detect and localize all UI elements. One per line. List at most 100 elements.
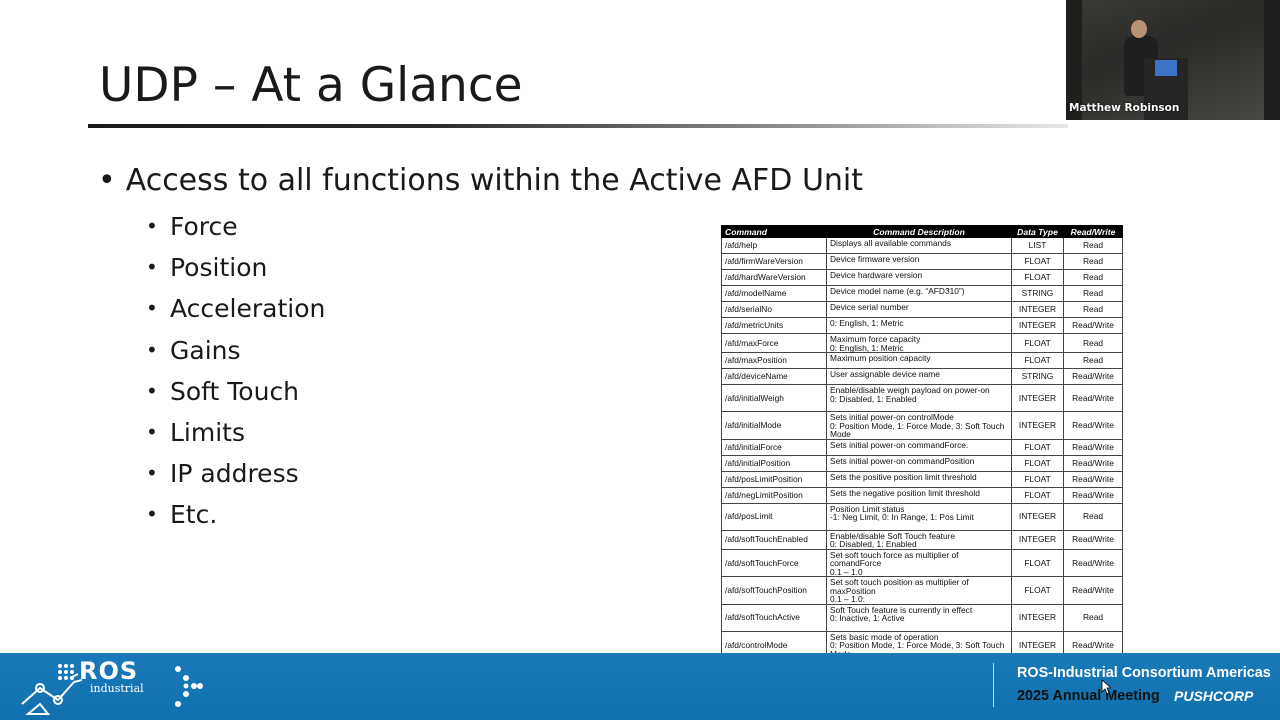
sub-bullet-item: •Etc. (146, 500, 218, 530)
cell-command: /afd/softTouchActive (721, 603, 827, 632)
cell-data-type: FLOAT (1011, 352, 1064, 369)
cell-command: /afd/metricUnits (721, 317, 827, 334)
cell-command: /afd/softTouchForce (721, 548, 827, 577)
header-command: Command (721, 225, 827, 238)
cell-read-write: Read (1063, 603, 1123, 632)
cell-description: Device hardware version (826, 269, 1012, 286)
bullet-dot: • (98, 163, 116, 198)
cell-read-write: Read/Write (1063, 454, 1123, 472)
main-bullet-text: Access to all functions within the Activ… (125, 163, 864, 198)
cell-description: 0: English, 1: Metric (826, 317, 1012, 334)
sub-bullet-text: Limits (170, 417, 245, 447)
sub-bullet-text: Acceleration (170, 294, 326, 324)
cell-data-type: FLOAT (1011, 486, 1064, 504)
sub-bullet-list: •Force •Position •Acceleration •Gains •S… (146, 209, 325, 539)
sub-bullet-text: Gains (170, 335, 241, 365)
cell-data-type: FLOAT (1011, 548, 1064, 577)
cell-data-type: INTEGER (1011, 384, 1064, 412)
sub-bullet-item: •Force (146, 212, 238, 241)
stage-curtain-right (1264, 0, 1280, 120)
cell-command: /afd/initialWeigh (721, 384, 827, 412)
cell-data-type: INTEGER (1011, 411, 1064, 440)
header-read-write: Read/Write (1063, 225, 1123, 238)
cell-description: Sets the negative position limit thresho… (826, 486, 1012, 504)
cell-data-type: INTEGER (1011, 603, 1064, 632)
cell-command: /afd/posLimitPosition (721, 470, 827, 488)
cell-read-write: Read/Write (1063, 470, 1123, 488)
slide-title: UDP – At a Glance (99, 58, 523, 113)
sub-bullet-text: IP address (170, 459, 299, 489)
cell-command: /afd/softTouchPosition (721, 576, 827, 605)
cell-description: Displays all available commands (826, 237, 1012, 254)
cell-description: Set soft touch force as multiplier of co… (826, 548, 1012, 577)
sub-bullet-item: •IP address (146, 459, 299, 489)
cell-read-write: Read/Write (1063, 438, 1123, 456)
cell-command: /afd/negLimitPosition (721, 486, 827, 504)
sub-bullet-text: Position (170, 253, 268, 283)
meeting-title: 2025 Annual Meeting (1017, 688, 1160, 704)
command-table: Command Command Description Data Type Re… (721, 225, 1123, 659)
cell-data-type: FLOAT (1011, 470, 1064, 488)
cell-description: Soft Touch feature is currently in effec… (826, 603, 1012, 632)
header-data-type: Data Type (1011, 225, 1064, 238)
cell-description: Device serial number (826, 301, 1012, 318)
cell-description: Device firmware version (826, 253, 1012, 270)
cell-data-type: FLOAT (1011, 576, 1064, 605)
cell-command: /afd/hardWareVersion (721, 269, 827, 286)
cell-command: /afd/softTouchEnabled (721, 529, 827, 550)
cell-read-write: Read/Write (1063, 486, 1123, 504)
cell-description: User assignable device name (826, 368, 1012, 385)
cell-read-write: Read (1063, 269, 1123, 286)
cell-data-type: INTEGER (1011, 502, 1064, 531)
cell-data-type: FLOAT (1011, 333, 1064, 353)
cell-read-write: Read/Write (1063, 368, 1123, 385)
cell-read-write: Read/Write (1063, 529, 1123, 550)
sub-bullet-text: Force (170, 212, 238, 241)
speaker-name-label: Matthew Robinson (1069, 102, 1180, 114)
cell-read-write: Read (1063, 285, 1123, 302)
mouse-cursor-icon (1101, 679, 1111, 695)
cell-data-type: STRING (1011, 368, 1064, 385)
cell-command: /afd/firmWareVersion (721, 253, 827, 270)
footer-divider (993, 663, 994, 707)
cell-read-write: Read (1063, 352, 1123, 369)
ros-logo-subtext: industrial (90, 682, 144, 695)
pushcorp-logo: PUSHCORP (1174, 688, 1254, 704)
cell-command: /afd/serialNo (721, 301, 827, 318)
speaker-video-thumbnail[interactable] (1066, 0, 1280, 120)
cell-command: /afd/modelName (721, 285, 827, 302)
cell-read-write: Read/Write (1063, 317, 1123, 334)
cell-command: /afd/deviceName (721, 368, 827, 385)
cell-command: /afd/initialMode (721, 411, 827, 440)
cell-command: /afd/initialForce (721, 438, 827, 456)
sub-bullet-item: •Limits (146, 417, 245, 447)
cell-data-type: INTEGER (1011, 317, 1064, 334)
ros-industrial-robot-arm-icon (21, 664, 83, 715)
cell-data-type: FLOAT (1011, 454, 1064, 472)
main-bullet: • Access to all functions within the Acti… (98, 163, 863, 198)
sub-bullet-item: •Position (146, 253, 268, 283)
table-header-row: Command Command Description Data Type Re… (721, 225, 1123, 238)
cell-command: /afd/maxPosition (721, 352, 827, 369)
cell-description: Maximum force capacity 0: English, 1: Me… (826, 333, 1012, 353)
cell-data-type: FLOAT (1011, 253, 1064, 270)
cell-data-type: INTEGER (1011, 529, 1064, 550)
cell-description: Enable/disable Soft Touch feature 0: Dis… (826, 529, 1012, 550)
cell-description: Sets the positive position limit thresho… (826, 470, 1012, 488)
sub-bullet-text: Etc. (170, 500, 218, 530)
cell-description: Device model name (e.g. “AFD310”) (826, 285, 1012, 302)
cell-data-type: LIST (1011, 237, 1064, 254)
